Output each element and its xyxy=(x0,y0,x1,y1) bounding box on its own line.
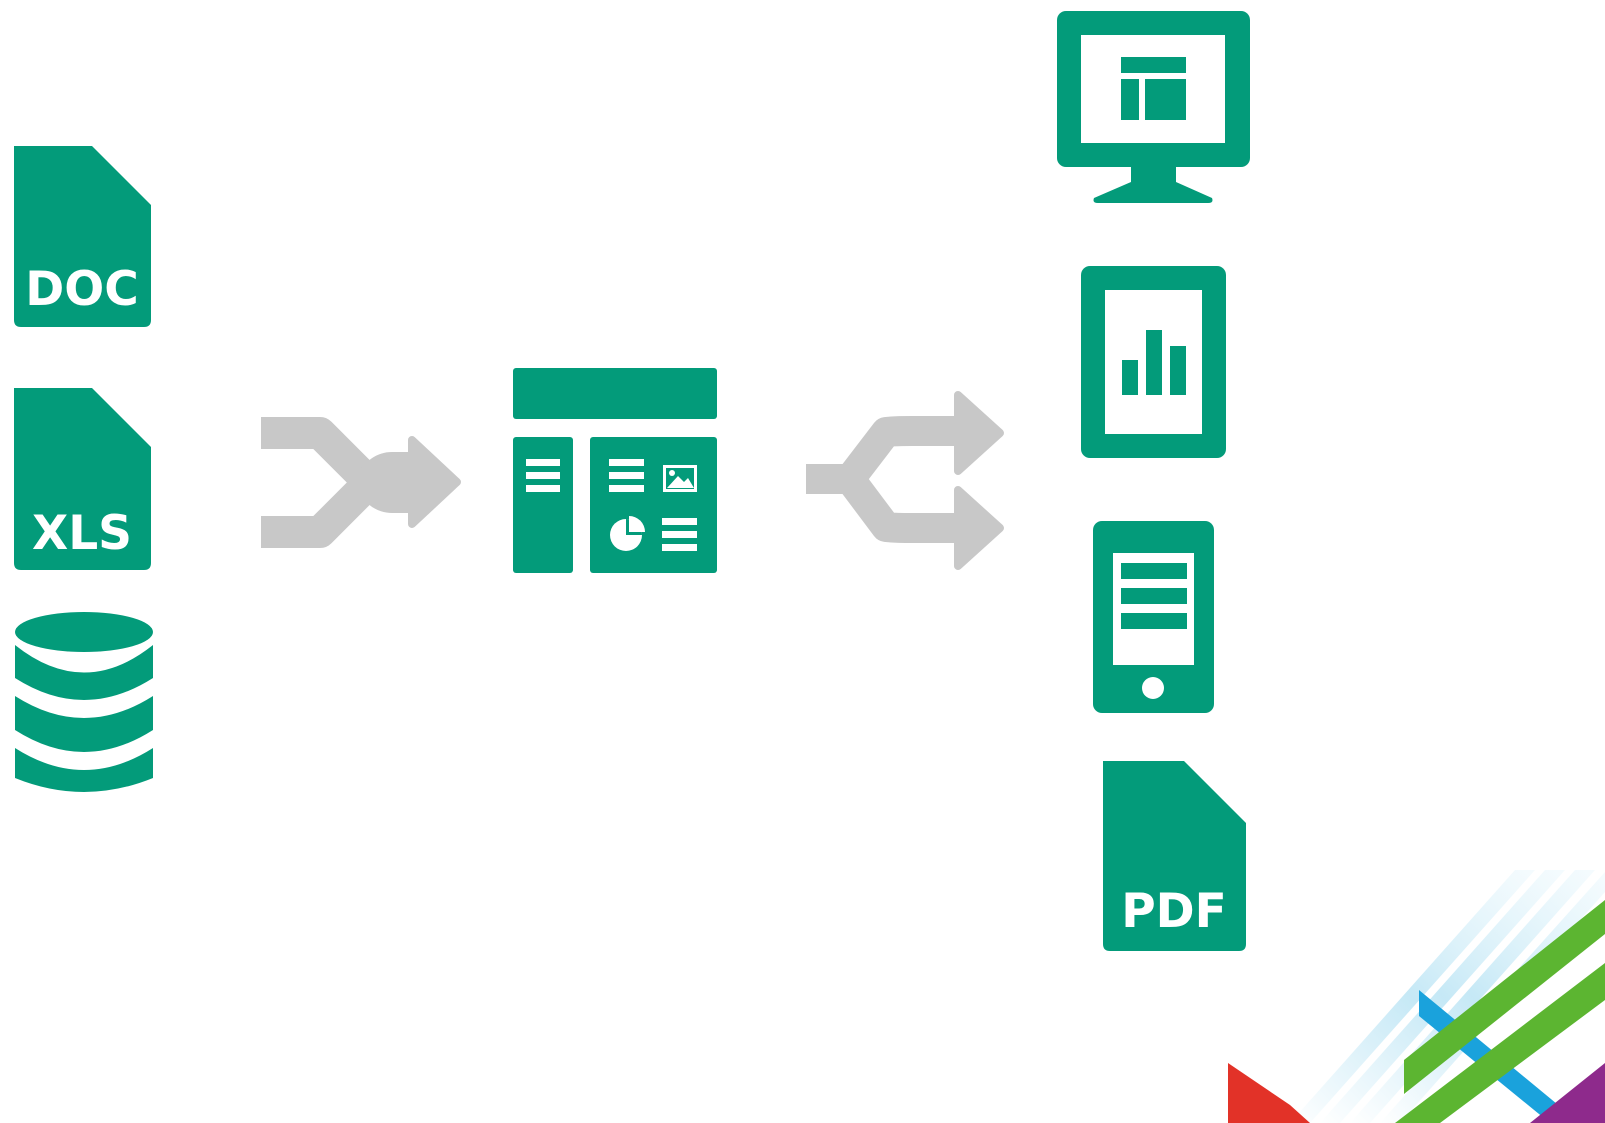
xls-file-label: XLS xyxy=(32,506,132,561)
desktop-monitor-icon xyxy=(1057,11,1250,203)
merge-arrow-icon xyxy=(261,417,461,548)
database-icon xyxy=(15,612,153,792)
decorative-stripes xyxy=(1228,870,1605,1123)
doc-file-label: DOC xyxy=(25,262,138,317)
phone-list-icon xyxy=(1093,521,1214,713)
split-arrow-icon xyxy=(806,391,1004,570)
xls-file-icon: XLS xyxy=(14,388,151,570)
pdf-file-icon: PDF xyxy=(1103,761,1246,951)
tablet-chart-icon xyxy=(1081,266,1226,458)
dashboard-layout-icon xyxy=(513,368,717,573)
pdf-file-label: PDF xyxy=(1121,884,1227,939)
doc-file-icon: DOC xyxy=(14,146,151,327)
